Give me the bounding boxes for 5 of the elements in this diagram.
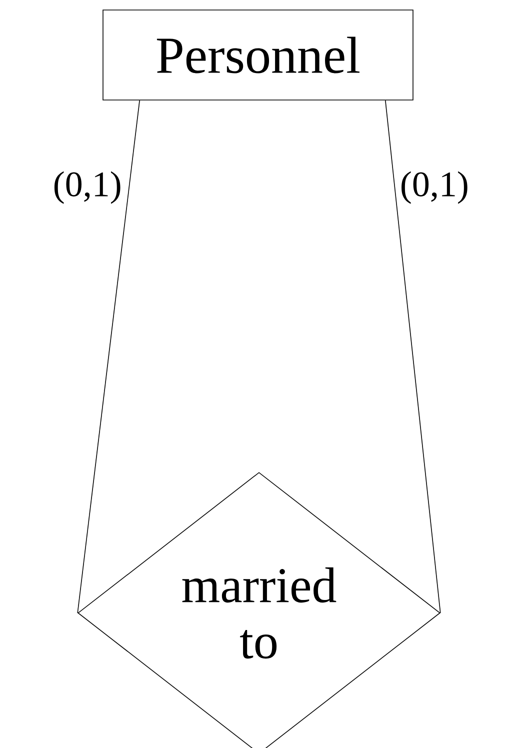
cardinality-label: (0,1): [52, 170, 123, 205]
cardinality-label: (0,1): [398, 170, 470, 205]
entity-box: Personnel: [102, 10, 414, 100]
connector-line: [77, 100, 140, 614]
connector-line: [385, 100, 441, 614]
